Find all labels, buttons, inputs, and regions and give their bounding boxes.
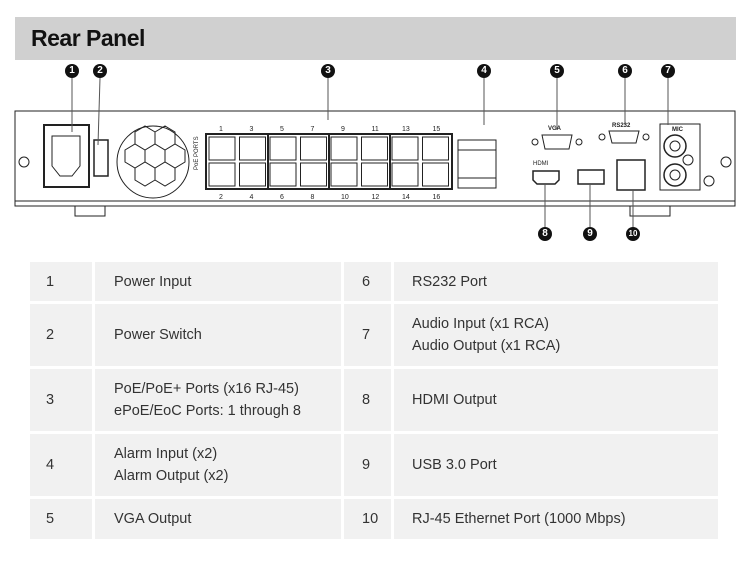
item-description: USB 3.0 Port [412,457,497,473]
item-description: RJ-45 Ethernet Port (1000 Mbps) [412,511,626,527]
port-number: 1 [219,126,223,133]
item-number: 4 [30,434,92,496]
legend-table: 1 Power Input 6 RS232 Port 2 Power Switc… [30,262,718,542]
port-number: 11 [372,126,379,133]
rj45-port-icon [391,162,419,187]
callout-4: 4 [477,64,491,78]
item-number: 8 [344,369,391,431]
rj45-port-icon [422,162,449,187]
screw-icon [18,156,30,168]
power-input-icon [43,124,90,188]
ethernet-port-icon [616,159,646,191]
rj45-port-icon [361,136,388,161]
port-number: 4 [250,194,254,201]
rs232-label: RS232 [612,123,631,129]
table-row: 5 VGA Output 10 RJ-45 Ethernet Port (100… [30,499,718,539]
chassis [14,110,736,207]
item-number: 1 [30,262,92,301]
port-number: 5 [280,126,284,133]
callout-2: 2 [93,64,107,78]
rj45-port-icon [269,162,297,187]
item-description: RS232 Port [412,273,487,290]
table-row: 1 Power Input 6 RS232 Port [30,262,718,301]
item-description: Audio Output (x1 RCA) [412,338,561,354]
hdmi-port-icon [532,170,560,185]
callout-5: 5 [550,64,564,78]
poe-port-grid [205,133,453,190]
rj45-port-icon [208,162,236,187]
page-title: Rear Panel [31,25,145,51]
rj45-port-icon [269,136,297,161]
port-number: 2 [219,194,223,201]
rj45-port-icon [300,136,327,161]
port-number: 14 [402,194,410,201]
rs232-port-icon [608,130,640,144]
vga-label: VGA [548,126,562,132]
rj45-port-icon [391,136,419,161]
rj45-port-icon [300,162,327,187]
rj45-port-icon [330,162,358,187]
item-description: Audio Input (x1 RCA) [412,316,550,332]
rj45-port-icon [361,162,388,187]
port-number: 9 [341,126,345,133]
audio-panel [659,123,701,191]
rj45-port-icon [422,136,449,161]
rj45-port-icon [330,136,358,161]
usb-port-icon [577,169,605,185]
poe-label: PoE PORTS [194,136,200,170]
port-number: 15 [433,126,441,133]
mic-label: MIC [672,127,684,133]
item-description: VGA Output [114,511,192,527]
ground-screw-icon [703,175,715,187]
item-number: 5 [30,499,92,539]
table-row: 4 Alarm Input (x2) Alarm Output (x2) 9 US… [30,434,718,496]
callout-3: 3 [321,64,335,78]
ground-screw-icon [682,154,694,166]
hdmi-label: HDMI [533,161,549,167]
table-row: 3 PoE/PoE+ Ports (x16 RJ-45) ePoE/EoC Por… [30,369,718,431]
rj45-port-icon [239,162,266,187]
callout-8: 8 [538,227,552,241]
callout-10: 10 [626,227,640,241]
item-number: 9 [344,434,391,496]
foot [629,205,671,217]
audio-out-rca-icon [663,134,687,158]
port-number: 7 [311,126,315,133]
item-description: PoE/PoE+ Ports (x16 RJ-45) [114,381,299,397]
item-description: Power Input [114,273,192,290]
port-number: 16 [433,194,441,201]
fan-icon [116,125,190,199]
port-number: 8 [311,194,315,201]
rj45-port-icon [239,136,266,161]
port-number: 10 [341,194,349,201]
audio-in-rca-icon [663,163,687,187]
callout-9: 9 [583,227,597,241]
item-number: 2 [30,304,92,366]
port-number: 3 [250,126,254,133]
rj45-port-icon [208,136,236,161]
callout-1: 1 [65,64,79,78]
item-number: 7 [344,304,391,366]
item-description: Power Switch [114,327,202,343]
foot [74,205,106,217]
item-number: 6 [344,262,391,301]
item-description: HDMI Output [412,392,497,408]
port-number: 13 [402,126,410,133]
vga-port-icon [541,134,573,150]
screw-icon [720,156,732,168]
callout-7: 7 [661,64,675,78]
table-row: 2 Power Switch 7 Audio Input (x1 RCA) Aud… [30,304,718,366]
item-description: Alarm Input (x2) [114,446,218,462]
port-number: 6 [280,194,284,201]
callout-6: 6 [618,64,632,78]
section-header: Rear Panel [15,17,736,60]
item-description: ePoE/EoC Ports: 1 through 8 [114,403,301,419]
alarm-terminal-icon [457,139,497,189]
item-number: 3 [30,369,92,431]
item-description: Alarm Output (x2) [114,468,229,484]
item-number: 10 [344,499,391,539]
power-switch-icon [93,139,109,177]
port-number: 12 [372,194,380,201]
